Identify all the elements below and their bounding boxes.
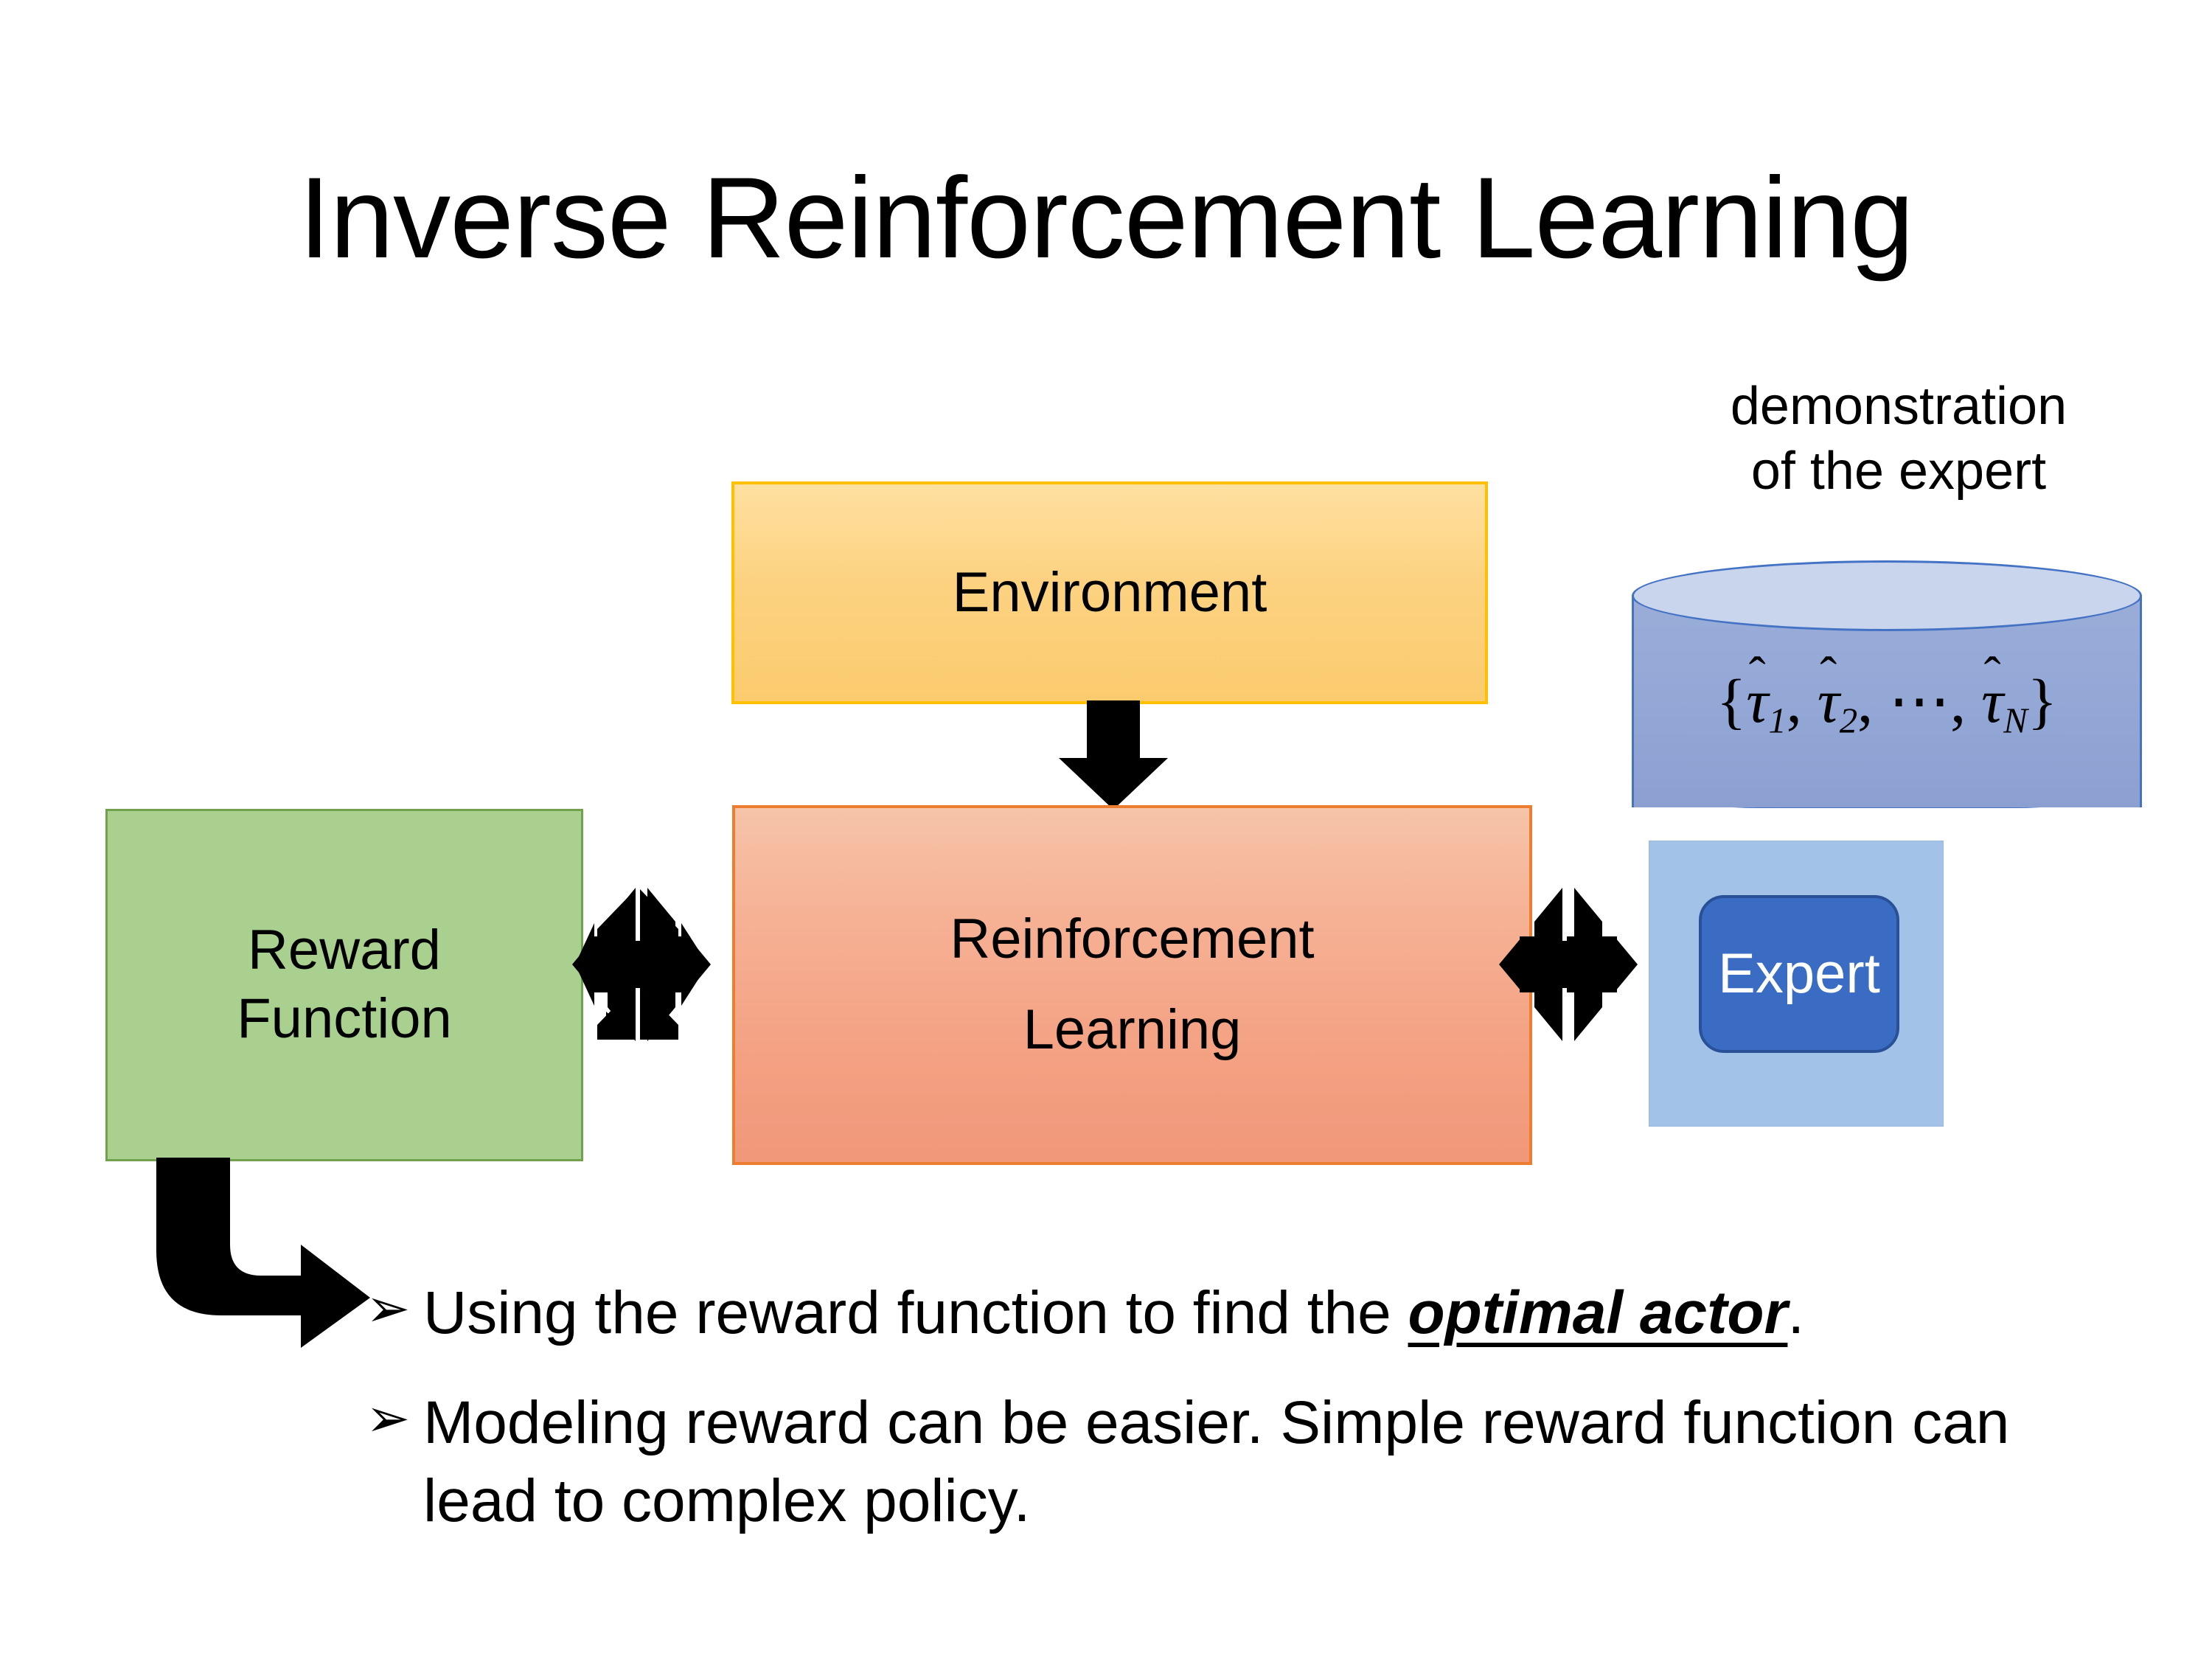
reinforcement-learning-box[interactable]: Reinforcement Learning bbox=[732, 805, 1532, 1165]
reinforcement-learning-box-label: Reinforcement Learning bbox=[950, 905, 1314, 1064]
demonstration-caption: demonstration of the expert bbox=[1618, 375, 2179, 504]
down-arrow-icon bbox=[1059, 700, 1168, 810]
bullet-arrow-icon: ➢ bbox=[366, 1388, 411, 1448]
elbow-arrow-icon bbox=[156, 1158, 370, 1348]
page-title: Inverse Reinforcement Learning bbox=[299, 154, 1914, 282]
rl-line-1: Reinforcement bbox=[950, 908, 1315, 971]
cylinder-top-ellipse bbox=[1632, 560, 2142, 631]
reward-function-box-label: Reward Function bbox=[237, 917, 452, 1053]
bullet-1-suffix: . bbox=[1787, 1279, 1805, 1346]
bullet-text-2: Modeling reward can be easier. Simple re… bbox=[423, 1388, 2010, 1535]
formula-close-brace: } bbox=[2027, 667, 2058, 736]
four-way-arrow-icon bbox=[1499, 888, 1638, 1041]
tau-2-subscript: 2 bbox=[1839, 700, 1858, 741]
environment-box[interactable]: Environment bbox=[731, 481, 1488, 704]
formula-sep-2: , bbox=[1857, 667, 1889, 736]
formula-sep-1: , bbox=[1786, 667, 1818, 736]
environment-box-label: Environment bbox=[952, 560, 1267, 624]
formula-open-brace: { bbox=[1716, 667, 1747, 736]
bullet-1-emphasis: optimal actor bbox=[1408, 1279, 1788, 1346]
bullet-1-prefix: Using the reward function to find the bbox=[423, 1279, 1408, 1346]
expert-box-label: Expert bbox=[1718, 942, 1880, 1005]
tau-n-subscript: N bbox=[2003, 700, 2028, 741]
formula-ellipsis: ⋯ bbox=[1888, 667, 1951, 736]
rl-line-2: Learning bbox=[1023, 998, 1242, 1061]
reward-function-box[interactable]: Reward Function bbox=[105, 809, 583, 1161]
tau-1-subscript: 1 bbox=[1768, 700, 1787, 741]
list-item: ➢ Using the reward function to find the … bbox=[366, 1274, 2091, 1353]
demonstration-caption-line-1: demonstration bbox=[1730, 377, 2067, 436]
trajectory-set-formula: {̂τ1, ̂τ2, ⋯, ̂τN} bbox=[1632, 671, 2142, 739]
demonstration-caption-line-2: of the expert bbox=[1750, 441, 2047, 501]
tau-n: τ bbox=[1981, 667, 2004, 736]
list-item: ➢ Modeling reward can be easier. Simple … bbox=[366, 1384, 2091, 1541]
bullet-text-1: Using the reward function to find the op… bbox=[423, 1274, 2091, 1353]
reward-line-2: Function bbox=[237, 987, 452, 1050]
tau-1: τ bbox=[1746, 667, 1769, 736]
formula-sep-3: , bbox=[1950, 667, 1982, 736]
bullet-arrow-icon: ➢ bbox=[366, 1279, 411, 1338]
bullet-list: ➢ Using the reward function to find the … bbox=[366, 1274, 2091, 1541]
four-way-arrow-icon bbox=[572, 888, 711, 1041]
tau-2: τ bbox=[1817, 667, 1840, 736]
expert-box[interactable]: Expert bbox=[1699, 895, 1899, 1053]
trajectory-cylinder: {̂τ1, ̂τ2, ⋯, ̂τN} bbox=[1632, 560, 2142, 842]
reward-line-1: Reward bbox=[248, 919, 441, 982]
